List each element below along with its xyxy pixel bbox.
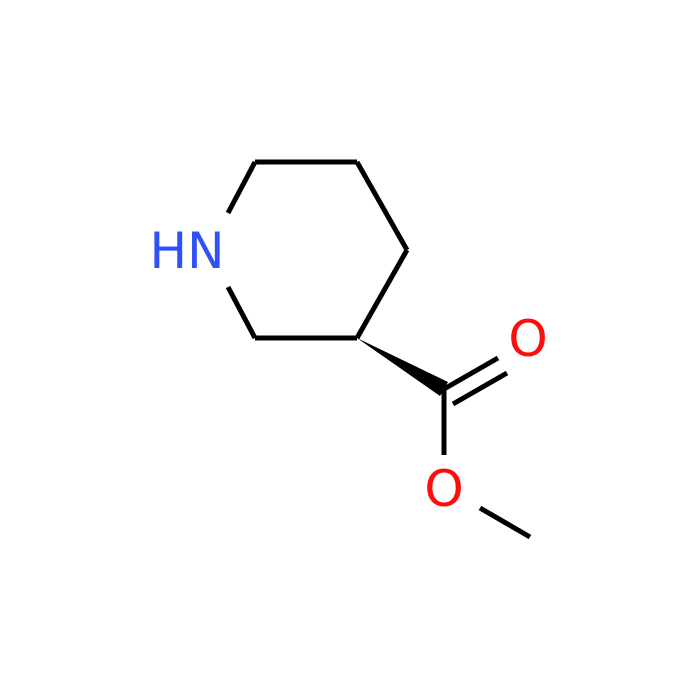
atom-label-carbonyl-o: O: [508, 310, 547, 368]
atom-label-ester-o: O: [424, 460, 463, 518]
bond-n1-c6: [225, 285, 258, 340]
wedge-bond-c5-c7: [357, 338, 448, 396]
bond-o2-c8: [478, 505, 532, 540]
bond-c4-c5: [354, 248, 410, 340]
bond-c7-o1-a: [442, 355, 500, 392]
bond-c7-o1-b: [451, 370, 509, 407]
atom-label-nh: HN: [150, 222, 225, 280]
bond-n1-c2: [225, 160, 258, 215]
bond-c3-c4: [354, 160, 410, 252]
